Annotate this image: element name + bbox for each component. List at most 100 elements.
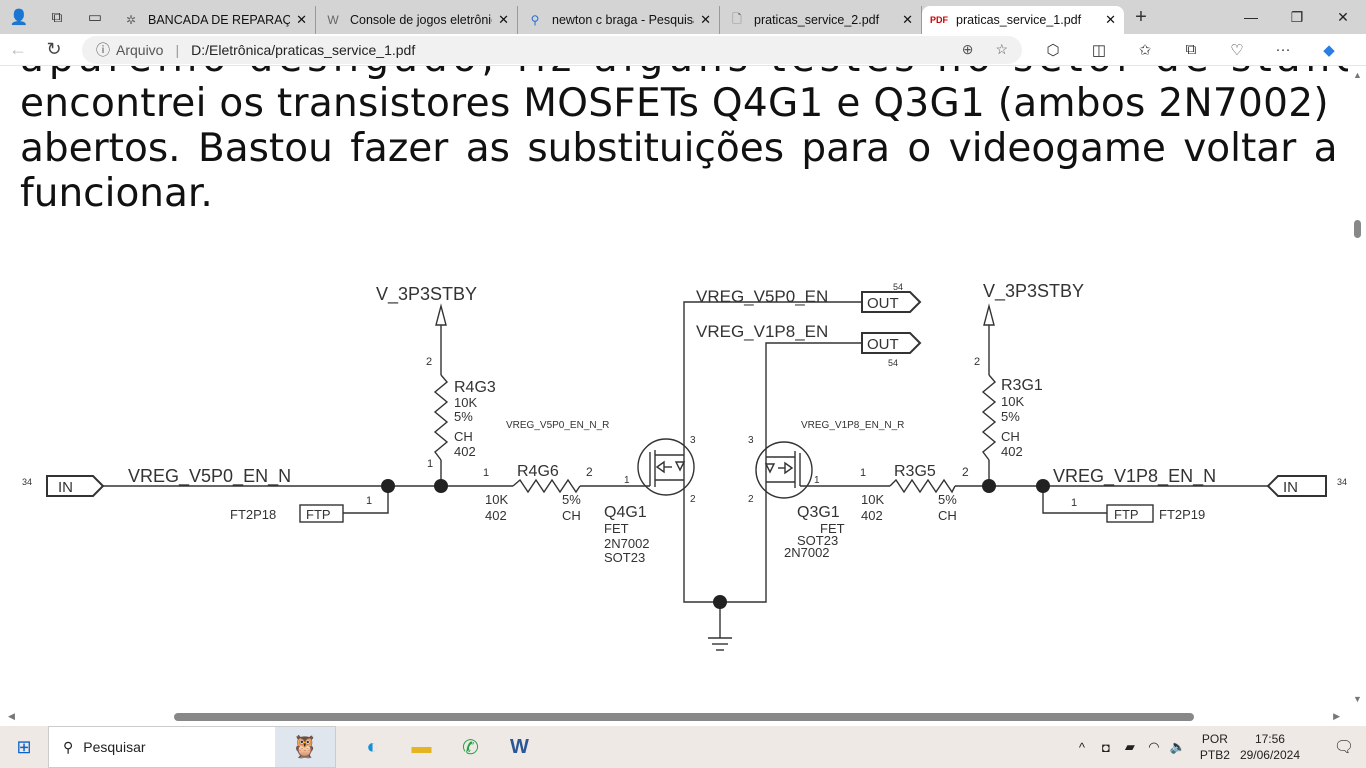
svg-text:CH: CH (454, 429, 473, 444)
svg-text:FT2P18: FT2P18 (230, 507, 276, 522)
scroll-right-icon[interactable]: ▶ (1333, 711, 1340, 721)
back-button[interactable]: ← (9, 39, 27, 59)
wikipedia-icon: W (327, 13, 339, 27)
split-screen-icon[interactable]: ◫ (1091, 41, 1107, 59)
whatsapp-icon[interactable]: ✆ (462, 736, 479, 759)
search-icon: ⚲ (63, 738, 74, 755)
extensions-icon[interactable]: ⬡ (1046, 41, 1060, 59)
svg-text:V_3P3STBY: V_3P3STBY (376, 284, 477, 305)
more-menu-icon[interactable]: ··· (1275, 40, 1291, 58)
svg-text:VREG_V1P8_EN_N_R: VREG_V1P8_EN_N_R (801, 420, 904, 431)
camera-icon[interactable]: ◘ (1101, 739, 1110, 755)
close-tab-icon[interactable]: ✕ (902, 12, 913, 27)
close-tab-icon[interactable]: ✕ (700, 12, 711, 27)
svg-text:1: 1 (814, 475, 820, 486)
minimize-button[interactable]: — (1244, 9, 1258, 25)
file-explorer-icon[interactable]: ▬ (411, 735, 432, 758)
svg-text:R3G5: R3G5 (894, 463, 936, 480)
close-tab-icon[interactable]: ✕ (1105, 12, 1116, 27)
horizontal-scroll-thumb[interactable] (174, 713, 1194, 721)
document-paragraph: aparelho desligado, fiz alguns testes no… (20, 66, 1348, 216)
svg-text:5%: 5% (562, 492, 581, 507)
new-tab-button[interactable]: + (1135, 5, 1147, 28)
svg-text:5%: 5% (454, 409, 473, 424)
profile-icon[interactable]: 👤 (9, 9, 29, 26)
close-window-button[interactable]: ✕ (1337, 8, 1349, 25)
vertical-scrollbar[interactable]: ▲ ▼ (1348, 66, 1366, 708)
tab-actions-icon[interactable]: ▭ (87, 9, 103, 26)
ftp-box-right (1106, 504, 1154, 523)
show-hidden-icons[interactable]: ^ (1078, 739, 1085, 755)
word-icon[interactable]: W (510, 735, 529, 758)
favorites-icon[interactable]: ✩ (1138, 41, 1152, 59)
windows-start-icon[interactable]: ⊞ (16, 736, 32, 757)
resistor-r3g5 (889, 478, 956, 494)
address-bar-row: ← ↻ ⓘ Arquivo | D:/Eletrônica/praticas_s… (0, 34, 1366, 66)
close-tab-icon[interactable]: ✕ (296, 12, 307, 27)
search-icon: ⚲ (530, 13, 540, 27)
svg-text:2N7002: 2N7002 (784, 545, 830, 560)
svg-text:10K: 10K (1001, 394, 1024, 409)
svg-text:CH: CH (1001, 429, 1020, 444)
svg-text:R4G3: R4G3 (454, 379, 496, 396)
url-text[interactable]: D:/Eletrônica/praticas_service_1.pdf (191, 41, 416, 58)
collections-icon[interactable]: ⧉ (51, 8, 63, 26)
svg-text:1: 1 (366, 495, 372, 507)
svg-text:2: 2 (586, 465, 593, 479)
svg-text:1: 1 (624, 475, 630, 486)
tab-praticas-2[interactable]: 🗋praticas_service_2.pdf✕ (720, 6, 922, 34)
right-in-port (1266, 475, 1327, 497)
close-tab-icon[interactable]: ✕ (498, 12, 509, 27)
svg-text:IN: IN (1283, 479, 1298, 496)
horizontal-scrollbar[interactable]: ◀ ▶ (0, 708, 1348, 726)
collections-icon[interactable]: ⧉ (1185, 40, 1197, 58)
schematic: IN 34 VREG_V5P0_EN_N FTP FT2P18 1 V_3P3S… (22, 281, 1347, 651)
maximize-button[interactable]: ❐ (1290, 8, 1304, 25)
mosfet-q3g1 (755, 441, 813, 499)
info-icon[interactable]: ⓘ (96, 41, 110, 58)
junction-dots (381, 479, 1050, 609)
favorite-star-icon[interactable]: ☆ (995, 41, 1008, 57)
scroll-up-icon[interactable]: ▲ (1353, 70, 1362, 80)
taskbar-search[interactable]: ⚲ Pesquisar 🦉 (48, 726, 336, 768)
document-icon: 🗋 (732, 11, 742, 26)
scroll-left-icon[interactable]: ◀ (8, 711, 15, 721)
svg-text:SOT23: SOT23 (604, 550, 645, 565)
tab-bancada[interactable]: ✲BANCADA DE REPARAÇÃO✕ (114, 6, 316, 34)
refresh-button[interactable]: ↻ (46, 39, 62, 59)
resistor-r4g6 (512, 478, 581, 494)
browser-essentials-icon[interactable]: ♡ (1230, 41, 1244, 59)
notifications-icon[interactable]: 🗨 (1333, 739, 1355, 756)
zoom-icon[interactable]: ⊕ (961, 41, 974, 57)
svg-text:V_3P3STBY: V_3P3STBY (983, 281, 1084, 302)
vertical-scroll-thumb[interactable] (1354, 220, 1361, 238)
address-bar[interactable]: ⓘ Arquivo | D:/Eletrônica/praticas_servi… (82, 35, 1022, 64)
search-highlight-owl-icon[interactable]: 🦉 (275, 727, 335, 767)
volume-icon[interactable]: 🔈 (1169, 739, 1187, 754)
tab-newton[interactable]: ⚲newton c braga - Pesquisar✕ (518, 6, 720, 34)
wifi-icon[interactable]: ◠ (1148, 739, 1160, 754)
svg-text:SOT23: SOT23 (797, 533, 838, 548)
scroll-down-icon[interactable]: ▼ (1353, 694, 1362, 704)
rail-arrow-left (435, 303, 447, 326)
svg-text:Q4G1: Q4G1 (604, 504, 647, 521)
rail-arrow-right (983, 303, 995, 326)
svg-text:FT2P19: FT2P19 (1159, 507, 1205, 522)
svg-text:R3G1: R3G1 (1001, 377, 1043, 394)
svg-text:1: 1 (860, 467, 866, 479)
copilot-icon[interactable]: ◆ (1323, 41, 1335, 59)
battery-icon[interactable]: ▰ (1124, 739, 1135, 754)
svg-text:5%: 5% (1001, 409, 1020, 424)
svg-text:10K: 10K (861, 492, 884, 507)
mosfet-q4g1 (637, 438, 695, 496)
pdf-viewer: aparelho desligado, fiz alguns testes no… (0, 66, 1348, 708)
svg-text:FET: FET (820, 521, 845, 536)
resistor-r3g1 (981, 374, 997, 461)
svg-text:VREG_V1P8_EN: VREG_V1P8_EN (696, 322, 828, 341)
edge-icon[interactable]: ◐ (366, 735, 379, 758)
